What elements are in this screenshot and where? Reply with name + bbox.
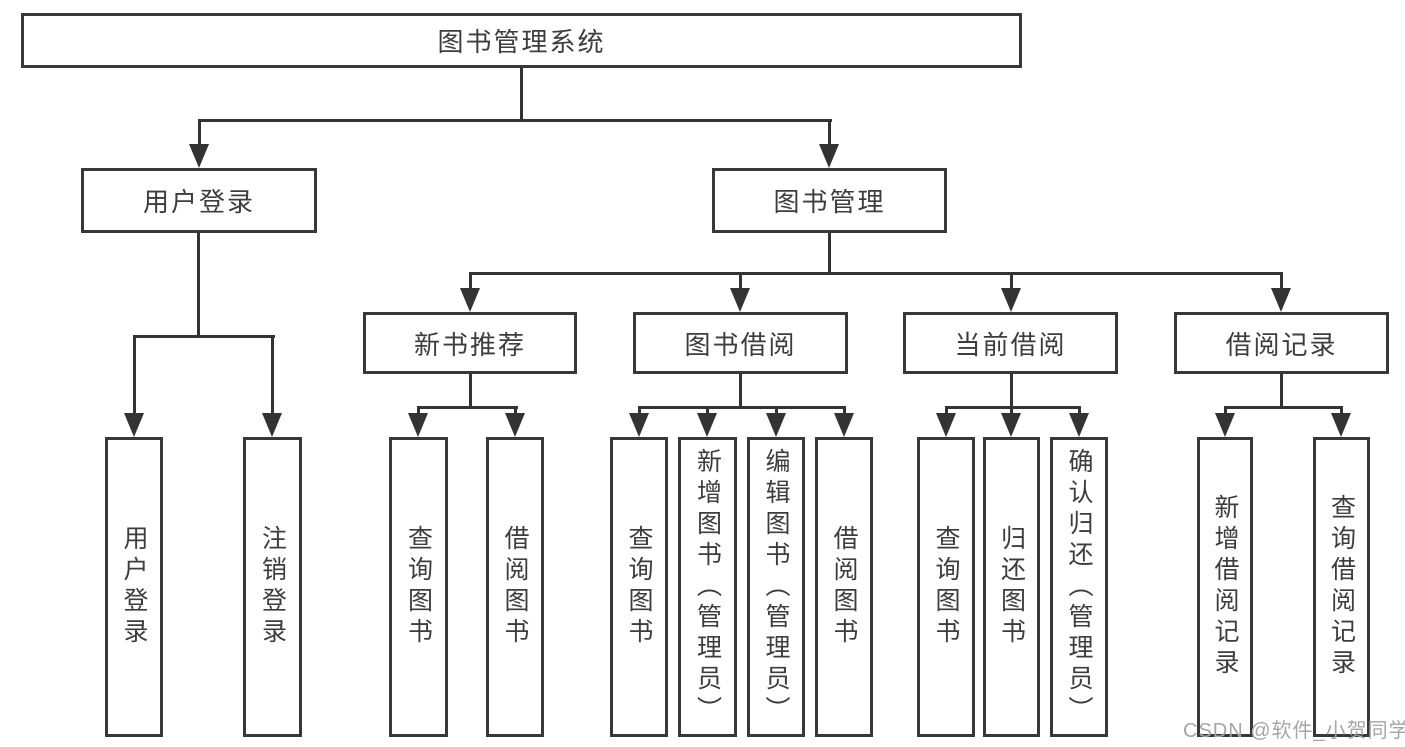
arrow-down-icon	[834, 413, 854, 437]
node-query-books-current: 查询图书	[917, 437, 975, 737]
node-book-borrowing: 图书借阅	[633, 312, 848, 374]
node-library-system: 图书管理系统	[21, 13, 1022, 68]
connector-line	[1280, 272, 1283, 291]
node-edit-books-admin: 编辑图书（管理员）	[747, 437, 805, 737]
arrow-down-icon	[1001, 288, 1021, 312]
node-current-borrowing: 当前借阅	[903, 312, 1118, 374]
connector-line	[739, 374, 742, 408]
connector-line	[198, 119, 832, 122]
arrow-down-icon	[697, 413, 717, 437]
connector-line	[945, 406, 1081, 409]
connector-line	[1340, 406, 1343, 418]
connector-line	[197, 233, 200, 337]
connector-line	[469, 272, 1283, 275]
connector-line	[417, 406, 518, 409]
node-borrow-books-recommend: 借阅图书	[486, 437, 544, 737]
connector-line	[271, 335, 274, 417]
connector-line	[1224, 406, 1227, 418]
arrow-down-icon	[1331, 413, 1351, 437]
node-query-books-borrow: 查询图书	[610, 437, 668, 737]
connector-line	[638, 406, 641, 418]
connector-line	[1280, 374, 1283, 408]
node-borrow-records: 借阅记录	[1174, 312, 1389, 374]
connector-line	[945, 406, 948, 418]
arrow-down-icon	[1001, 413, 1021, 437]
connector-line	[1224, 406, 1343, 409]
connector-line	[520, 67, 523, 121]
node-borrow-books-action: 借阅图书	[815, 437, 873, 737]
connector-line	[133, 335, 275, 338]
connector-line	[739, 272, 742, 291]
node-user-login: 用户登录	[81, 168, 317, 233]
node-add-books-admin: 新增图书（管理员）	[678, 437, 737, 737]
arrow-down-icon	[460, 288, 480, 312]
arrow-down-icon	[124, 413, 144, 437]
arrow-down-icon	[1215, 413, 1235, 437]
arrow-down-icon	[1271, 288, 1291, 312]
connector-line	[843, 406, 846, 418]
node-user-login-action: 用户登录	[105, 437, 163, 737]
connector-line	[828, 233, 831, 275]
node-add-borrow-record: 新增借阅记录	[1197, 437, 1253, 737]
arrow-down-icon	[936, 413, 956, 437]
connector-line	[469, 272, 472, 291]
connector-line	[1010, 406, 1013, 418]
node-new-book-recommend: 新书推荐	[363, 312, 577, 374]
node-query-books-recommend: 查询图书	[389, 437, 448, 737]
connector-line	[417, 406, 420, 418]
arrow-down-icon	[1069, 413, 1089, 437]
connector-line	[1010, 374, 1013, 408]
connector-line	[828, 119, 831, 147]
arrow-down-icon	[189, 144, 209, 168]
arrow-down-icon	[408, 413, 428, 437]
connector-line	[706, 406, 709, 418]
connector-line	[469, 374, 472, 408]
arrow-down-icon	[629, 413, 649, 437]
arrow-down-icon	[766, 413, 786, 437]
connector-line	[1010, 272, 1013, 291]
connector-line	[198, 119, 201, 147]
node-book-management: 图书管理	[712, 168, 947, 233]
connector-line	[775, 406, 778, 418]
node-logout-action: 注销登录	[243, 437, 302, 737]
node-query-borrow-record: 查询借阅记录	[1313, 437, 1370, 737]
arrow-down-icon	[262, 413, 282, 437]
connector-line	[638, 406, 846, 409]
connector-line	[514, 406, 517, 418]
arrow-down-icon	[730, 288, 750, 312]
connector-line	[1078, 406, 1081, 418]
arrow-down-icon	[505, 413, 525, 437]
connector-line	[133, 335, 136, 417]
arrow-down-icon	[819, 144, 839, 168]
node-return-books: 归还图书	[983, 437, 1040, 737]
node-confirm-return-admin: 确认归还（管理员）	[1050, 437, 1108, 737]
csdn-watermark: CSDN @软件_小贺同学	[1183, 720, 1405, 742]
